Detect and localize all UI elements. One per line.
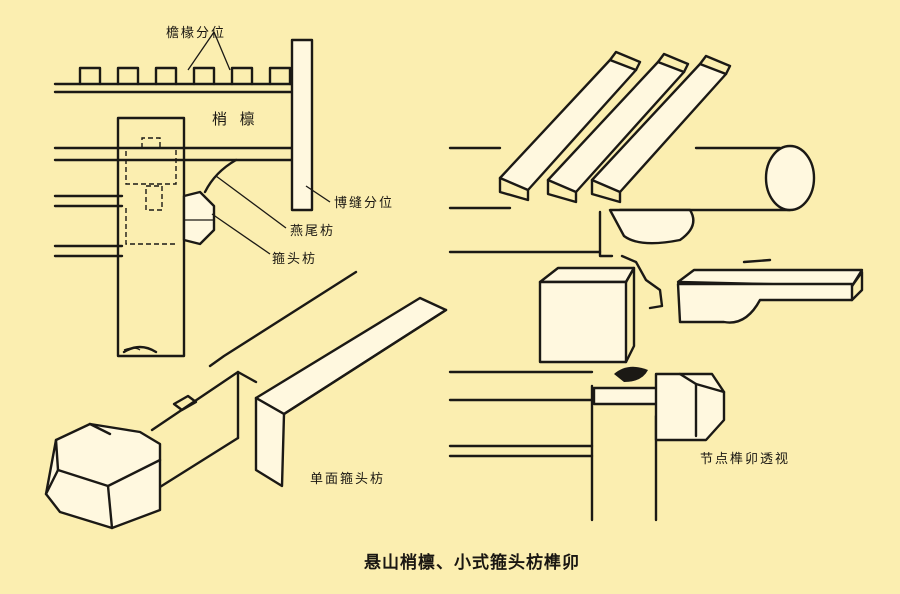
purlin-elevation [53,31,331,358]
label-joint-perspective: 节点榫卯透视 [700,452,791,467]
label-single-face-tie-beam-head: 单面箍头枋 [310,472,386,487]
joint-perspective [448,50,864,522]
figure-caption: 悬山梢檩、小式箍头枋榫卯 [364,553,580,573]
rafters [498,50,732,204]
label-rafter-position: 檐椽分位 [166,26,227,41]
tie-beam-perspective [44,270,448,530]
label-purlin-end: 梢 檩 [212,110,259,128]
rafter-stubs [78,66,292,86]
label-tie-beam-head: 箍头枋 [272,252,318,267]
label-gable-joint-position: 博缝分位 [334,196,395,211]
label-dovetail-tie: 燕尾枋 [290,224,336,239]
